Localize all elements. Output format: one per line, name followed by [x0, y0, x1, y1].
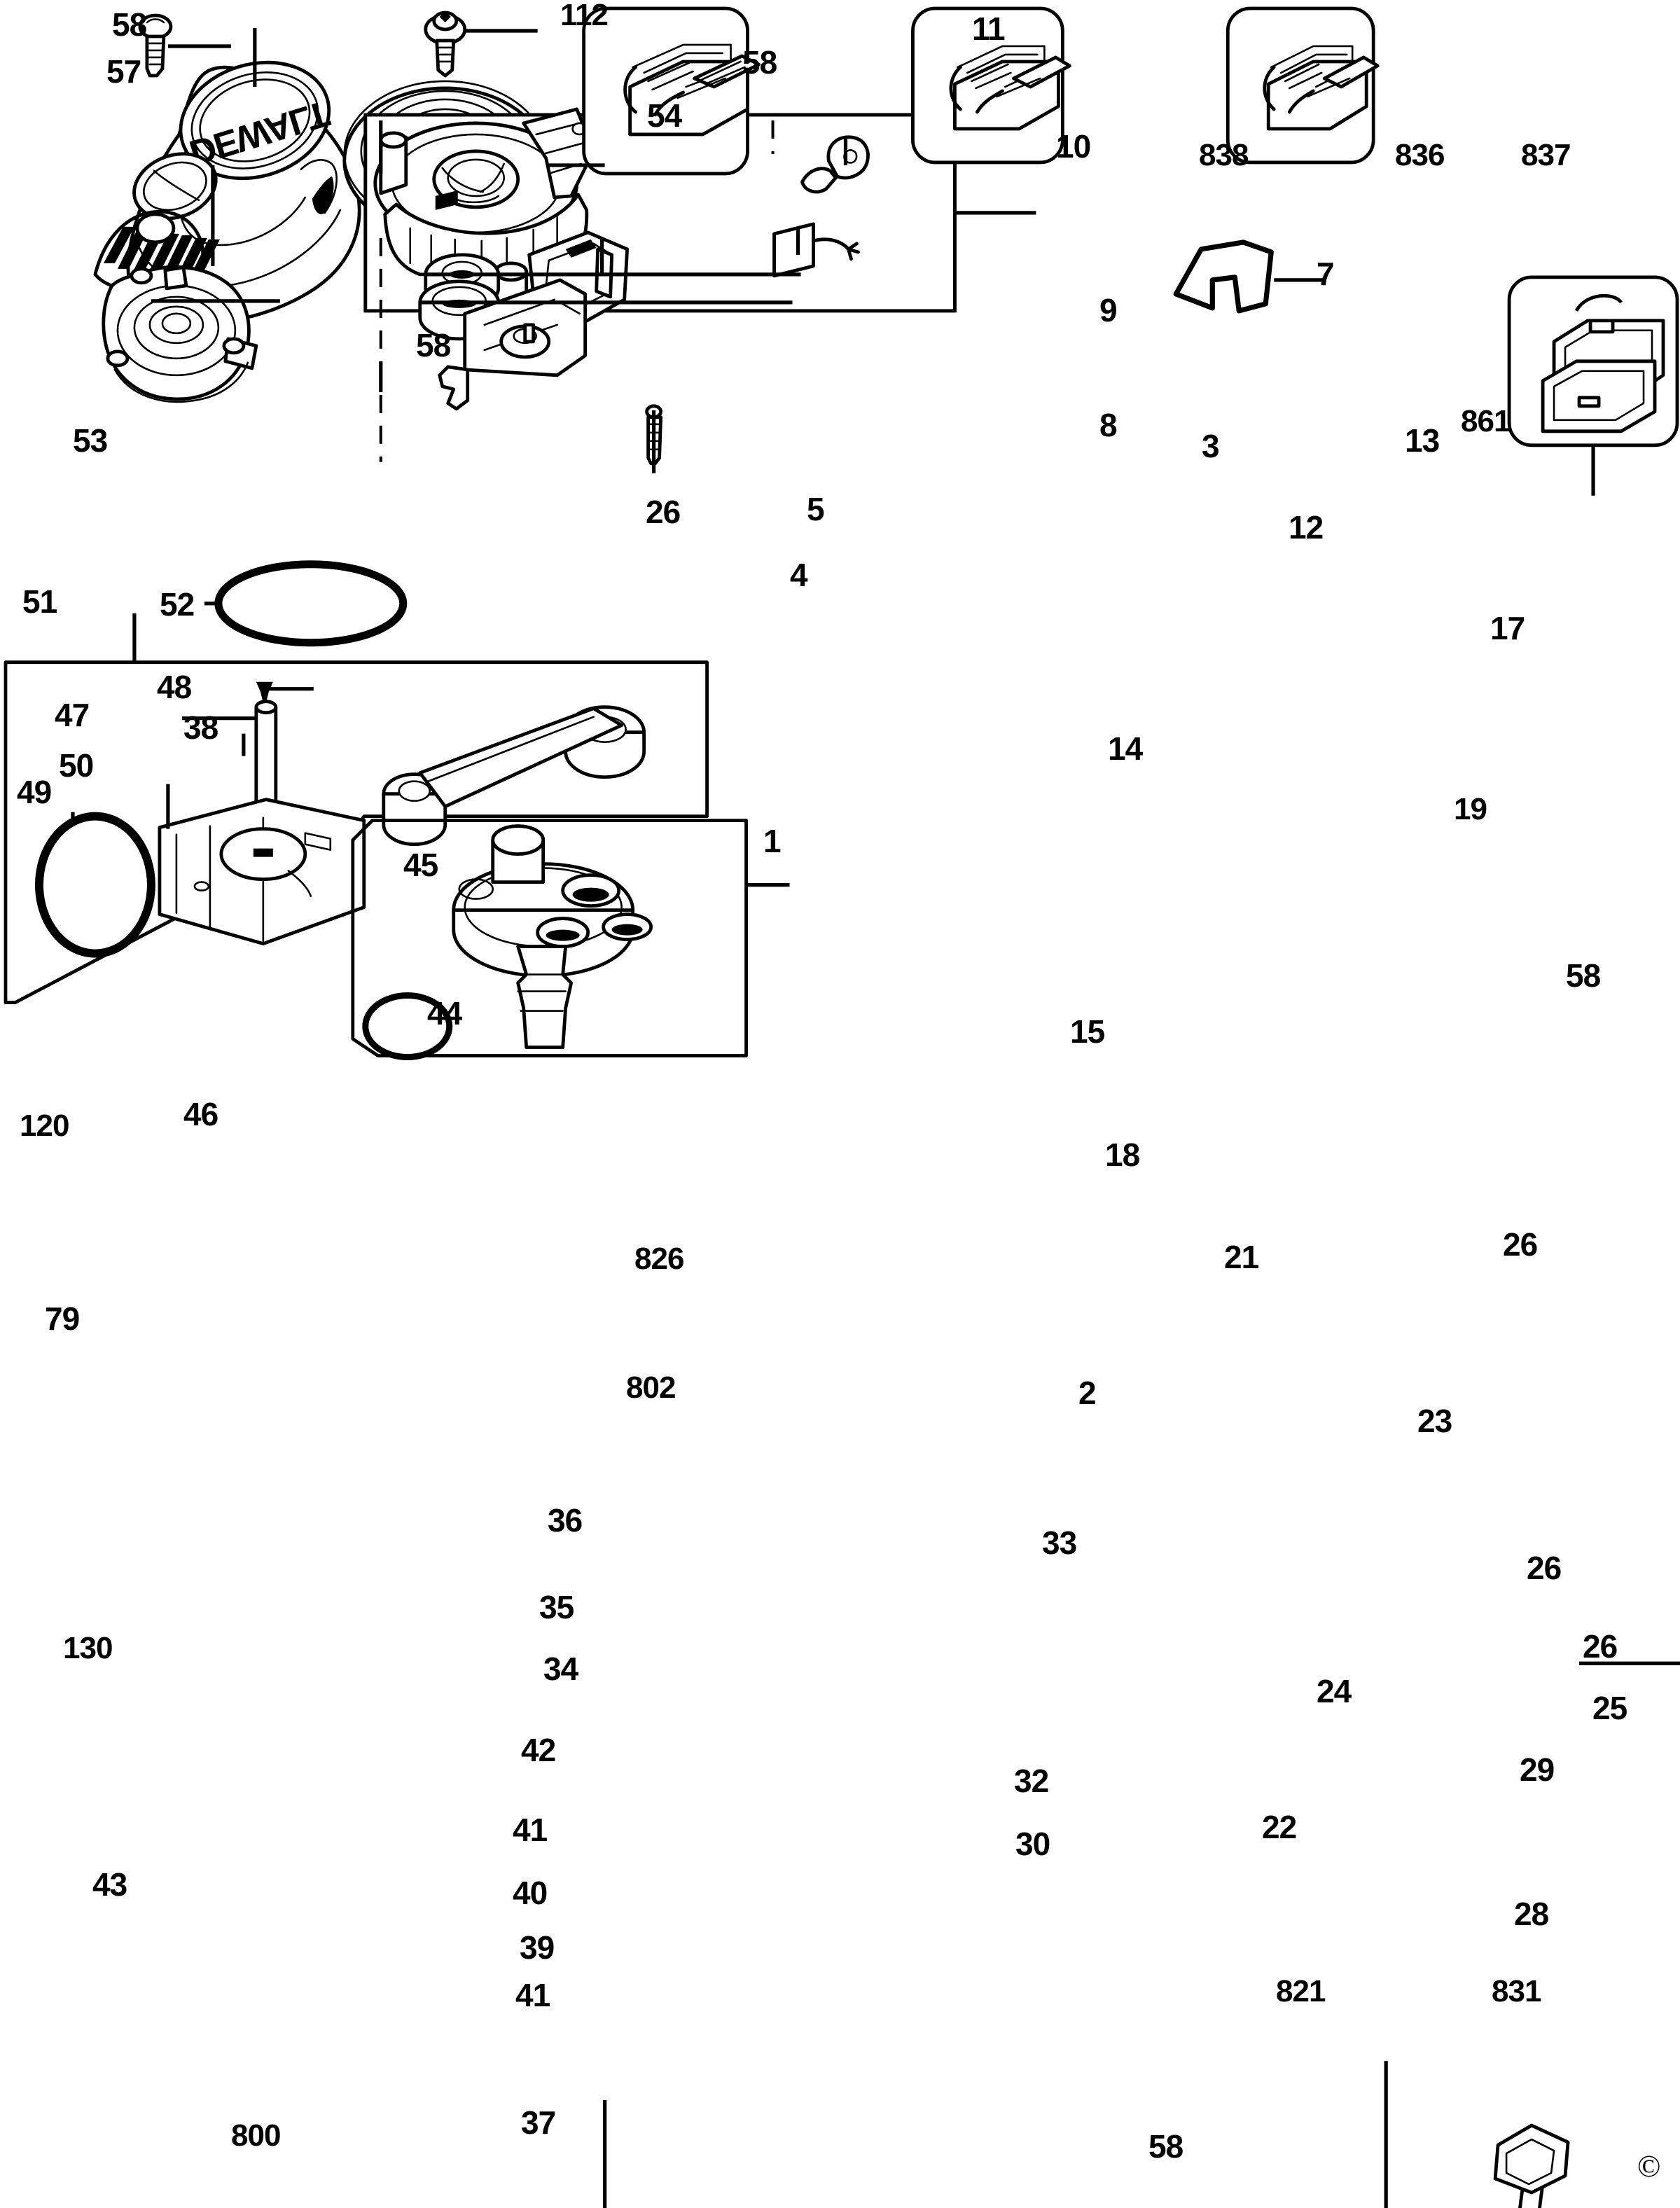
callout-57: 57 [106, 53, 141, 90]
part-53-end-cap [102, 265, 258, 403]
callout-10: 10 [1056, 128, 1091, 165]
inset-836-accessory [911, 6, 1071, 165]
part-51-piston-assembly-box [4, 660, 709, 1004]
part-52-o-ring [214, 560, 408, 647]
callout-28: 28 [1514, 1896, 1549, 1932]
callout-58: 58 [112, 6, 147, 43]
callout-800: 800 [231, 2118, 281, 2153]
callout-53: 53 [73, 422, 108, 459]
callout-802: 802 [626, 1370, 676, 1405]
callout-826: 826 [634, 1242, 684, 1276]
copyright-mark: © [1637, 2149, 1661, 2183]
callout-58c: 58 [416, 327, 451, 363]
callout-18: 18 [1105, 1137, 1140, 1173]
callout-49: 49 [17, 774, 52, 810]
callout-35: 35 [539, 1589, 574, 1625]
callout-39: 39 [520, 1929, 555, 1966]
part-57-top-cover: DEWALT [93, 60, 361, 326]
callout-36: 36 [548, 1502, 583, 1539]
part-49-o-ring [34, 812, 155, 958]
callout-44: 44 [427, 995, 462, 1032]
callout-52: 52 [160, 586, 195, 623]
inset-861-tool-case [1507, 275, 1679, 447]
callout-120: 120 [20, 1109, 69, 1143]
callout-8: 8 [1099, 407, 1118, 443]
callout-7: 7 [1317, 256, 1335, 292]
callout-23: 23 [1417, 1403, 1452, 1439]
callout-34: 34 [543, 1651, 578, 1687]
callout-26a: 26 [646, 494, 681, 530]
callout-2: 2 [1078, 1375, 1097, 1411]
callout-11: 11 [972, 11, 1006, 47]
part-45-crank-assembly-box [351, 819, 748, 1057]
part-7-clip [1173, 239, 1274, 314]
callout-837: 837 [1521, 138, 1571, 172]
callout-45: 45 [403, 847, 438, 883]
callout-9: 9 [1099, 292, 1118, 328]
callout-38: 38 [183, 709, 218, 746]
callout-37: 37 [521, 2104, 556, 2141]
part-11-screw [424, 11, 467, 78]
callout-13: 13 [1405, 422, 1440, 459]
callout-14: 14 [1108, 730, 1143, 767]
part-45-crank [452, 824, 653, 1049]
callout-25: 25 [1592, 1690, 1627, 1726]
part-46-ring [362, 992, 453, 1061]
callout-17: 17 [1490, 610, 1525, 646]
callout-15: 15 [1070, 1013, 1105, 1050]
part-2-field-stator [1493, 2123, 1570, 2208]
callout-26b: 26 [1503, 1226, 1538, 1263]
part-58-screw-a [138, 13, 173, 78]
callout-861: 861 [1461, 404, 1511, 438]
callout-26d: 26 [1583, 1628, 1618, 1665]
callout-130: 130 [63, 1631, 113, 1665]
callout-54: 54 [647, 97, 682, 134]
callout-19: 19 [1454, 792, 1487, 826]
callout-112: 112 [560, 0, 609, 32]
callout-4: 4 [790, 557, 808, 593]
callout-48: 48 [157, 669, 192, 705]
callout-58b: 58 [742, 44, 777, 81]
part-48-screw [256, 681, 273, 703]
callout-836: 836 [1395, 138, 1445, 172]
callout-51: 51 [22, 583, 57, 620]
inset-838-accessory [582, 6, 761, 176]
callout-3: 3 [1202, 428, 1220, 464]
callout-22: 22 [1262, 1809, 1297, 1845]
callout-1: 1 [763, 823, 782, 859]
callout-838: 838 [1199, 138, 1249, 172]
callout-821: 821 [1276, 1974, 1326, 2008]
callout-41b: 41 [515, 1977, 550, 2013]
callout-21: 21 [1224, 1239, 1259, 1275]
callout-24: 24 [1317, 1673, 1352, 1709]
callout-43: 43 [92, 1866, 127, 1903]
callout-79: 79 [45, 1300, 80, 1337]
callout-5: 5 [807, 491, 825, 527]
part-38-connecting-rod [382, 705, 646, 847]
callout-47: 47 [55, 697, 90, 733]
callout-46: 46 [183, 1096, 218, 1132]
callout-50: 50 [59, 747, 94, 784]
callout-41a: 41 [513, 1812, 548, 1848]
callout-58d: 58 [1566, 957, 1601, 994]
callout-831: 831 [1492, 1974, 1541, 2008]
part-9-brush-spring [800, 135, 870, 194]
callout-40: 40 [513, 1875, 548, 1911]
callout-12: 12 [1289, 509, 1324, 546]
callout-58e: 58 [1148, 2128, 1183, 2165]
callout-29: 29 [1520, 1751, 1555, 1788]
part-50-piston [158, 798, 366, 945]
callout-26c: 26 [1527, 1550, 1562, 1586]
callout-42: 42 [521, 1732, 556, 1768]
assembly-guide-lines [379, 120, 775, 462]
part-8-brush [772, 222, 860, 278]
inset-837-accessory [1226, 6, 1380, 165]
leader-lines [71, 27, 1680, 2208]
callout-33: 33 [1042, 1525, 1077, 1561]
callout-32: 32 [1014, 1763, 1049, 1799]
callout-30: 30 [1015, 1826, 1050, 1862]
